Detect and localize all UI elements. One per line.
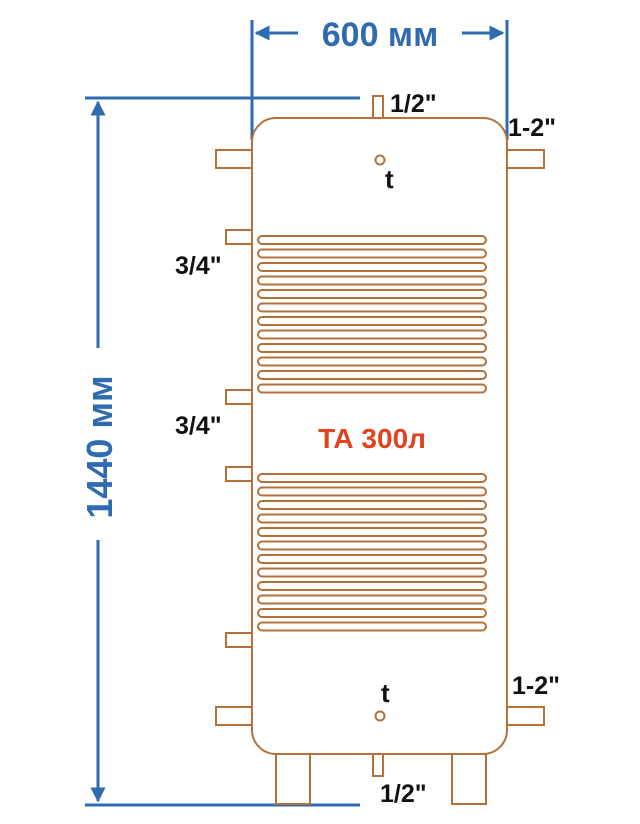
coil-turn bbox=[257, 302, 487, 313]
sensor-bottom-icon bbox=[374, 710, 386, 722]
height-dimension bbox=[85, 96, 360, 807]
left-nozzle-bottom bbox=[215, 706, 255, 726]
coil-turn bbox=[257, 540, 487, 551]
coil-turn bbox=[257, 275, 487, 286]
upper-heat-exchanger-coil bbox=[257, 235, 487, 394]
coil-turn bbox=[257, 262, 487, 272]
coil-turn bbox=[257, 513, 487, 524]
height-dimension-label: 1440 мм bbox=[79, 375, 120, 518]
coil-turn bbox=[257, 500, 487, 510]
sensor-top-icon bbox=[374, 154, 386, 166]
coil-upper-connection-label: 3/4" bbox=[175, 252, 222, 280]
coil-turn bbox=[257, 316, 487, 326]
coil-turn bbox=[257, 594, 487, 605]
width-dimension-label: 600 мм bbox=[322, 16, 438, 54]
tank-leg-left bbox=[275, 747, 311, 805]
coil-turn bbox=[257, 329, 487, 340]
coil-lower-connection-label: 3/4" bbox=[175, 412, 222, 440]
coil-turn bbox=[257, 527, 487, 537]
coil-turn bbox=[257, 370, 487, 380]
coil-turn bbox=[257, 567, 487, 578]
left-nozzle-coil-upper-out bbox=[225, 389, 255, 405]
coil-turn bbox=[257, 383, 487, 394]
coil-turn bbox=[257, 621, 487, 632]
coil-turn bbox=[257, 356, 487, 367]
top-right-connection-label: 1-2" bbox=[508, 114, 556, 142]
sensor-bottom-label: t bbox=[381, 678, 390, 708]
lower-heat-exchanger-coil bbox=[257, 473, 487, 632]
coil-turn bbox=[257, 343, 487, 353]
right-nozzle-bottom bbox=[505, 706, 545, 726]
right-nozzle-top bbox=[505, 149, 545, 169]
left-nozzle-coil-lower-out bbox=[225, 632, 255, 648]
bottom-center-nozzle bbox=[372, 751, 384, 777]
coil-turn bbox=[257, 608, 487, 618]
coil-turn bbox=[257, 235, 487, 245]
coil-turn bbox=[257, 486, 487, 497]
left-nozzle-coil-lower-in bbox=[225, 466, 255, 482]
coil-turn bbox=[257, 248, 487, 259]
left-nozzle-top bbox=[215, 149, 255, 169]
left-nozzle-coil-upper-in bbox=[225, 229, 255, 245]
tank-model-label: ТА 300л bbox=[318, 423, 426, 454]
coil-turn bbox=[257, 473, 487, 483]
coil-turn bbox=[257, 554, 487, 564]
coil-turn bbox=[257, 581, 487, 591]
sensor-top-label: t bbox=[385, 164, 394, 194]
tank-leg-right bbox=[451, 747, 487, 805]
top-center-nozzle bbox=[372, 95, 384, 121]
bottom-center-connection-label: 1/2" bbox=[380, 780, 427, 808]
coil-turn bbox=[257, 289, 487, 299]
bottom-right-connection-label: 1-2" bbox=[512, 672, 560, 700]
top-center-connection-label: 1/2" bbox=[390, 90, 437, 118]
width-dimension bbox=[250, 20, 509, 140]
